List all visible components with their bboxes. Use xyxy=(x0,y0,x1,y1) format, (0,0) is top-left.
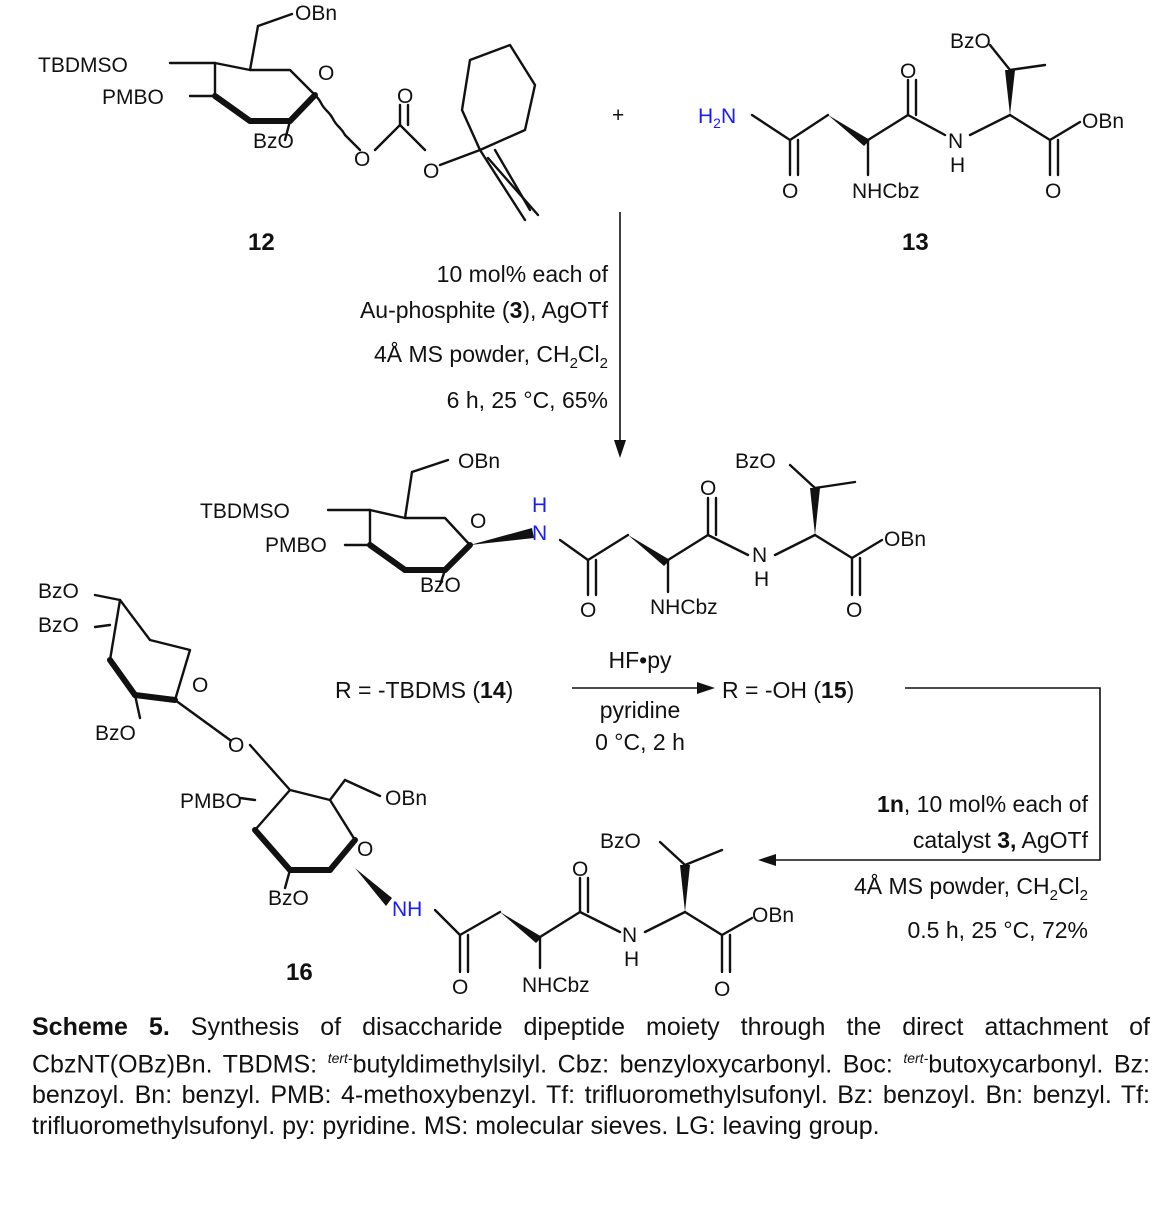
amide-nitrogen-label: N xyxy=(622,924,637,947)
oxygen-label: O xyxy=(354,148,370,171)
compound-13-structure xyxy=(750,43,1082,177)
glycosylation-arrow xyxy=(770,687,1101,861)
anomeric-nh-label: NH xyxy=(392,898,422,921)
step2-solvent: pyridine xyxy=(600,697,681,723)
step2-conditions: 0 °C, 2 h xyxy=(595,729,685,755)
oxygen-label: O xyxy=(423,160,439,183)
amide-hydrogen-label: H xyxy=(754,568,769,591)
obn-label: OBn xyxy=(752,904,794,927)
ring-oxygen-label: O xyxy=(470,510,486,533)
bzo-label: BzO xyxy=(95,722,136,745)
compound-16-structure xyxy=(93,593,754,974)
carbonyl-oxygen-label: O xyxy=(846,599,862,622)
scheme-caption: Scheme 5. Synthesis of disaccharide dipe… xyxy=(32,1013,1151,1141)
amide-nitrogen-label: N xyxy=(948,130,963,153)
carbonyl-oxygen-label: O xyxy=(900,60,916,83)
pmbo-label: PMBO xyxy=(102,86,164,109)
carbonyl-oxygen-label: O xyxy=(782,180,798,203)
step1-condition-line1: 10 mol% each of xyxy=(437,261,609,287)
arrow-head xyxy=(758,854,776,866)
step3-condition-line2: catalyst 3, AgOTf xyxy=(913,827,1089,853)
obn-label: OBn xyxy=(1082,110,1124,133)
tbdmso-label: TBDMSO xyxy=(38,54,128,77)
bzo-label: BzO xyxy=(600,830,641,853)
compound-16-number: 16 xyxy=(286,959,313,986)
step1-condition-line2: Au-phosphite (3), AgOTf xyxy=(360,297,609,323)
ring-oxygen-label: O xyxy=(357,838,373,861)
r-oh-label: R = -OH (15) xyxy=(722,677,854,703)
compound-13-number: 13 xyxy=(902,229,929,256)
amide-nitrogen-label: N xyxy=(752,544,767,567)
caption-title: Scheme 5. xyxy=(32,1013,170,1041)
carbonyl-oxygen-label: O xyxy=(1045,180,1061,203)
step2-reagent: HF•py xyxy=(608,647,672,673)
reaction-scheme: OBn TBDMSO PMBO BzO O O O O 12 + H2N O N… xyxy=(38,2,1124,1001)
amide-hydrogen-label: H xyxy=(950,154,965,177)
carbonyl-oxygen-label: O xyxy=(700,477,716,500)
step3-condition-line1: 1n, 10 mol% each of xyxy=(877,791,1089,817)
obn-label: OBn xyxy=(295,2,337,25)
carbonyl-oxygen-label: O xyxy=(714,978,730,1001)
pmbo-label: PMBO xyxy=(265,534,327,557)
arrow-head xyxy=(697,682,715,694)
tbdmso-label: TBDMSO xyxy=(200,500,290,523)
pmbo-label: PMBO xyxy=(180,790,242,813)
bzo-label: BzO xyxy=(420,574,461,597)
nhcbz-label: NHCbz xyxy=(650,596,718,619)
step1-condition-line3: 4Å MS powder, CH2Cl2 xyxy=(374,340,608,372)
bzo-label: BzO xyxy=(38,580,79,603)
bzo-label: BzO xyxy=(268,887,309,910)
step1-condition-line4: 6 h, 25 °C, 65% xyxy=(447,387,608,413)
carbonyl-oxygen-label: O xyxy=(572,858,588,881)
carbonyl-oxygen-label: O xyxy=(452,976,468,999)
compound-14-structure xyxy=(326,458,884,597)
glycosidic-oxygen-label: O xyxy=(228,734,244,757)
ring-oxygen-label: O xyxy=(318,62,334,85)
carbonyl-oxygen-label: O xyxy=(580,599,596,622)
nhcbz-label: NHCbz xyxy=(852,180,920,203)
bzo-label: BzO xyxy=(38,614,79,637)
amine-label: H2N xyxy=(698,105,736,131)
bzo-label: BzO xyxy=(735,450,776,473)
bzo-label: BzO xyxy=(253,130,294,153)
anomeric-nitrogen-label: N xyxy=(532,522,547,545)
compound-12-structure xyxy=(168,12,540,222)
compound-12-number: 12 xyxy=(248,229,275,256)
anomeric-hydrogen-label: H xyxy=(532,494,547,517)
obn-label: OBn xyxy=(385,787,427,810)
step3-condition-line4: 0.5 h, 25 °C, 72% xyxy=(907,917,1088,943)
step3-condition-line3: 4Å MS powder, CH2Cl2 xyxy=(854,872,1088,904)
carbonyl-oxygen-label: O xyxy=(397,85,413,108)
amide-hydrogen-label: H xyxy=(624,948,639,971)
r-tbdms-label: R = -TBDMS (14) xyxy=(335,677,513,703)
ring-oxygen-label: O xyxy=(192,674,208,697)
nhcbz-label: NHCbz xyxy=(522,974,590,997)
bzo-label: BzO xyxy=(950,30,991,53)
arrow-head xyxy=(614,440,626,458)
obn-label: OBn xyxy=(884,528,926,551)
plus-sign: + xyxy=(612,104,624,127)
obn-label: OBn xyxy=(458,450,500,473)
